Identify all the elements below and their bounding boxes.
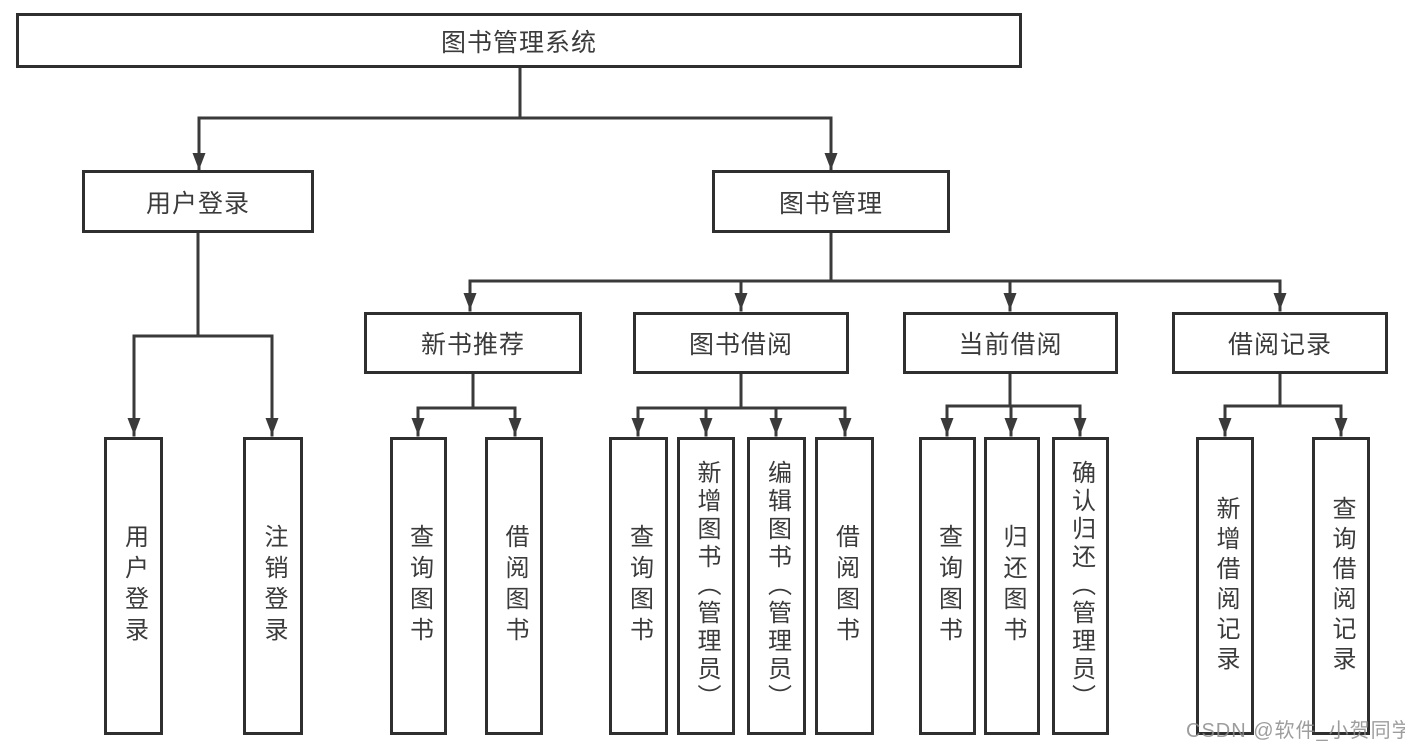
node-label: 借阅记录 <box>1227 331 1332 359</box>
node-leaf-query-book-1: 查询图书 <box>390 437 447 735</box>
node-label: 新书推荐 <box>420 331 525 359</box>
node-label: 图书管理系统 <box>440 28 597 57</box>
node-label: 查询图书 <box>405 524 433 648</box>
node-label: 新增借阅记录 <box>1212 496 1239 676</box>
node-new-book-recommend: 新书推荐 <box>364 312 582 374</box>
node-leaf-add-borrow-record: 新增借阅记录 <box>1196 437 1254 735</box>
node-leaf-logout: 注销登录 <box>243 437 303 735</box>
csdn-watermark: CSDN @软件_小贺同学 <box>1186 720 1405 742</box>
node-label: 查询借阅记录 <box>1328 496 1355 676</box>
node-label: 用户登录 <box>145 189 250 218</box>
node-label: 注销登录 <box>260 524 287 648</box>
node-leaf-add-book-admin: 新增图书（管理员） <box>677 437 735 735</box>
node-label: 用户登录 <box>120 524 148 648</box>
node-label: 图书借阅 <box>688 331 793 359</box>
node-leaf-query-book-2: 查询图书 <box>609 437 668 735</box>
node-leaf-query-book-3: 查询图书 <box>919 437 976 735</box>
node-leaf-return-book: 归还图书 <box>984 437 1040 735</box>
node-label: 确认归还（管理员） <box>1067 460 1095 712</box>
node-leaf-edit-book-admin: 编辑图书（管理员） <box>747 437 806 735</box>
node-book-borrow: 图书借阅 <box>633 312 849 374</box>
node-label: 归还图书 <box>999 524 1026 648</box>
node-borrow-record: 借阅记录 <box>1172 312 1388 374</box>
node-label: 图书管理 <box>778 189 883 218</box>
node-leaf-confirm-return-admin: 确认归还（管理员） <box>1052 437 1109 735</box>
node-leaf-query-borrow-record: 查询借阅记录 <box>1312 437 1370 735</box>
node-label: 借阅图书 <box>831 524 859 648</box>
node-label: 查询图书 <box>625 524 653 648</box>
node-label: 借阅图书 <box>501 524 528 648</box>
node-label: 新增图书（管理员） <box>693 460 720 712</box>
node-leaf-borrow-book-1: 借阅图书 <box>485 437 543 735</box>
node-leaf-borrow-book-2: 借阅图书 <box>815 437 874 735</box>
node-leaf-user-login: 用户登录 <box>104 437 163 735</box>
node-current-borrow: 当前借阅 <box>903 312 1118 374</box>
node-label: 编辑图书（管理员） <box>763 460 791 712</box>
node-user-login-branch: 用户登录 <box>82 170 314 233</box>
node-root-system: 图书管理系统 <box>16 13 1022 68</box>
node-label: 当前借阅 <box>958 331 1063 359</box>
node-label: 查询图书 <box>934 524 962 648</box>
node-book-management-branch: 图书管理 <box>712 170 950 233</box>
